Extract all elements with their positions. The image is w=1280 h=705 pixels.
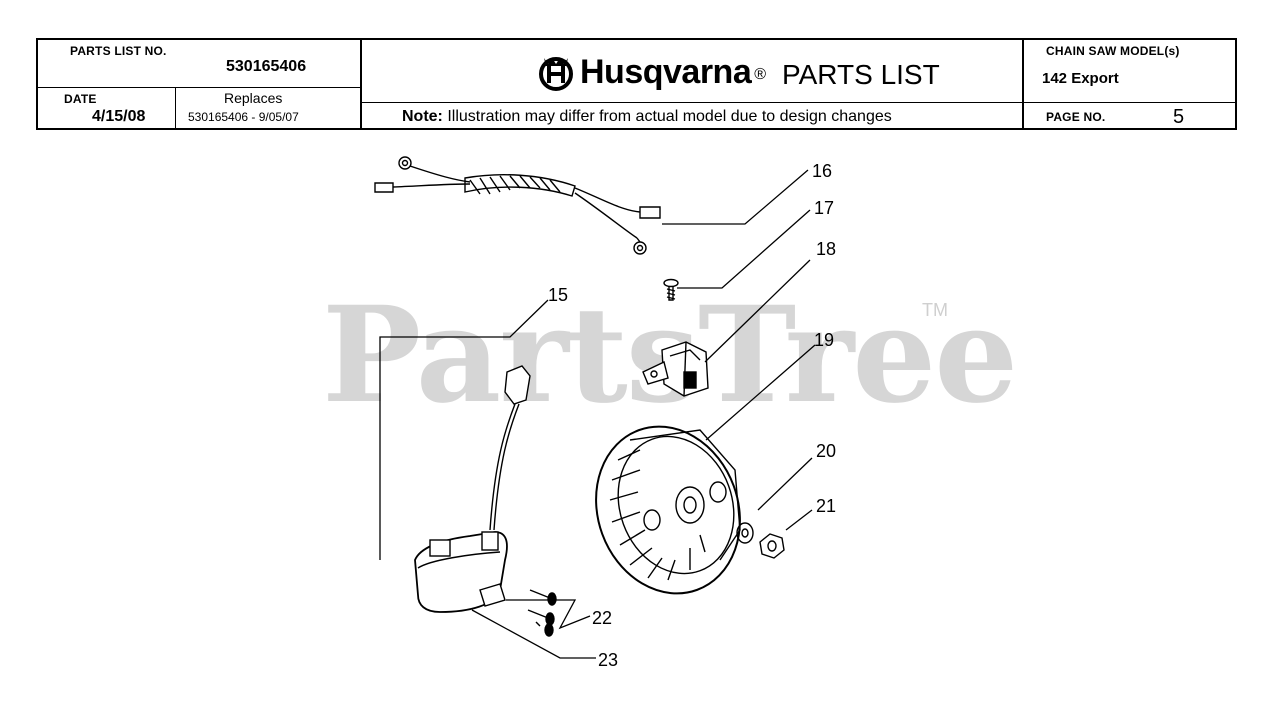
callout-15: 15 [548,285,568,305]
date-divider [175,87,176,128]
page-no-value: 5 [1173,106,1185,128]
parts-list-no-label: PARTS LIST NO. [70,44,167,58]
husqvarna-crown-icon [539,57,573,91]
brand-name: Husqvarna [580,52,752,91]
callout-22: 22 [592,608,612,628]
ignition-module-part [414,365,531,613]
bracket-part [642,341,709,397]
header-row-divider-left [38,87,362,88]
page-no-label: PAGE NO. [1046,110,1106,124]
callout-21: 21 [816,496,836,516]
model-label: CHAIN SAW MODEL(s) [1046,44,1180,58]
replaces-value: 530165406 - 9/05/07 [188,110,299,124]
callout-16: 16 [812,161,832,181]
mounting-screws-part [527,589,557,637]
date-label: DATE [64,92,97,106]
parts-list-no: 530165406 [226,58,307,75]
replaces-label: Replaces [224,90,283,106]
note-label: Note: [402,108,443,125]
wire-harness-part [374,156,661,255]
watermark-trademark: TM [922,300,948,320]
callout-17: 17 [814,198,834,218]
model-value: 142 Export [1042,70,1119,87]
husqvarna-logo: Husqvarna ® PARTS LIST [536,50,940,94]
header-row-divider-middle [362,102,1024,103]
flywheel-part [595,425,741,595]
date-value: 4/15/08 [92,108,146,125]
header-row-divider-right [1024,102,1237,103]
callout-20: 20 [816,441,836,461]
header-divider-left [360,40,362,128]
parts-list-title: PARTS LIST [782,59,940,90]
nut-part [759,533,785,559]
parts-list-header: PARTS LIST NO. 530165406 DATE 4/15/08 Re… [36,38,1237,130]
screw-part [663,278,679,301]
registered-mark: ® [754,66,767,83]
washer-part [736,522,754,544]
header-divider-right [1022,40,1024,128]
callout-19: 19 [814,330,834,350]
leader-lines [379,169,816,659]
note-text: Illustration may differ from actual mode… [447,108,892,125]
callout-18: 18 [816,239,836,259]
illustration-note: Note: Illustration may differ from actua… [402,108,892,126]
callout-23: 23 [598,650,618,670]
